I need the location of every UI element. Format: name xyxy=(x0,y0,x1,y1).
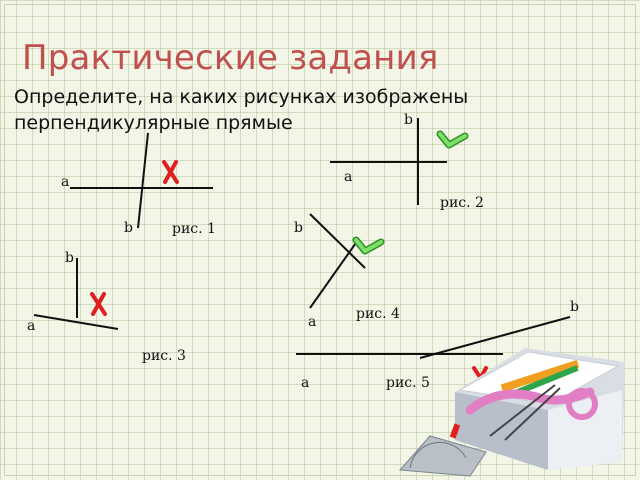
fig2-label-a: a xyxy=(344,169,353,185)
book-with-tools-image xyxy=(398,348,625,477)
figure-5 xyxy=(296,316,571,359)
fig5-line-b xyxy=(419,316,571,359)
check-icon xyxy=(352,236,385,255)
fig4-caption: рис. 4 xyxy=(356,306,400,322)
check-icon xyxy=(436,130,469,149)
fig5-label-a: a xyxy=(301,375,310,391)
task-prompt: Определите, на каких рисунках изображены… xyxy=(14,86,469,134)
fig1-label-a: a xyxy=(61,174,70,190)
figure-3 xyxy=(33,258,119,330)
fig4-line-a xyxy=(309,239,359,309)
figure-4 xyxy=(309,213,366,309)
fig5-caption: рис. 5 xyxy=(386,375,430,391)
cross-icon xyxy=(90,292,107,316)
figure-2 xyxy=(330,118,447,205)
slide-title: Практические задания xyxy=(22,38,439,78)
fig3-label-b: b xyxy=(65,250,74,266)
cross-icon xyxy=(162,160,179,184)
fig1-label-b: b xyxy=(124,220,133,236)
fig3-caption: рис. 3 xyxy=(142,348,186,364)
fig3-line-a xyxy=(33,314,119,330)
fig3-label-a: a xyxy=(27,318,36,334)
fig4-line-b xyxy=(309,213,366,269)
figure-1 xyxy=(70,132,213,229)
fig5-label-b: b xyxy=(570,299,579,315)
fig2-caption: рис. 2 xyxy=(440,195,484,211)
fig1-line-b xyxy=(137,132,149,229)
fig2-label-b: b xyxy=(404,112,413,128)
fig4-label-a: a xyxy=(308,314,317,330)
fig1-caption: рис. 1 xyxy=(172,221,216,237)
fig4-label-b: b xyxy=(294,220,303,236)
